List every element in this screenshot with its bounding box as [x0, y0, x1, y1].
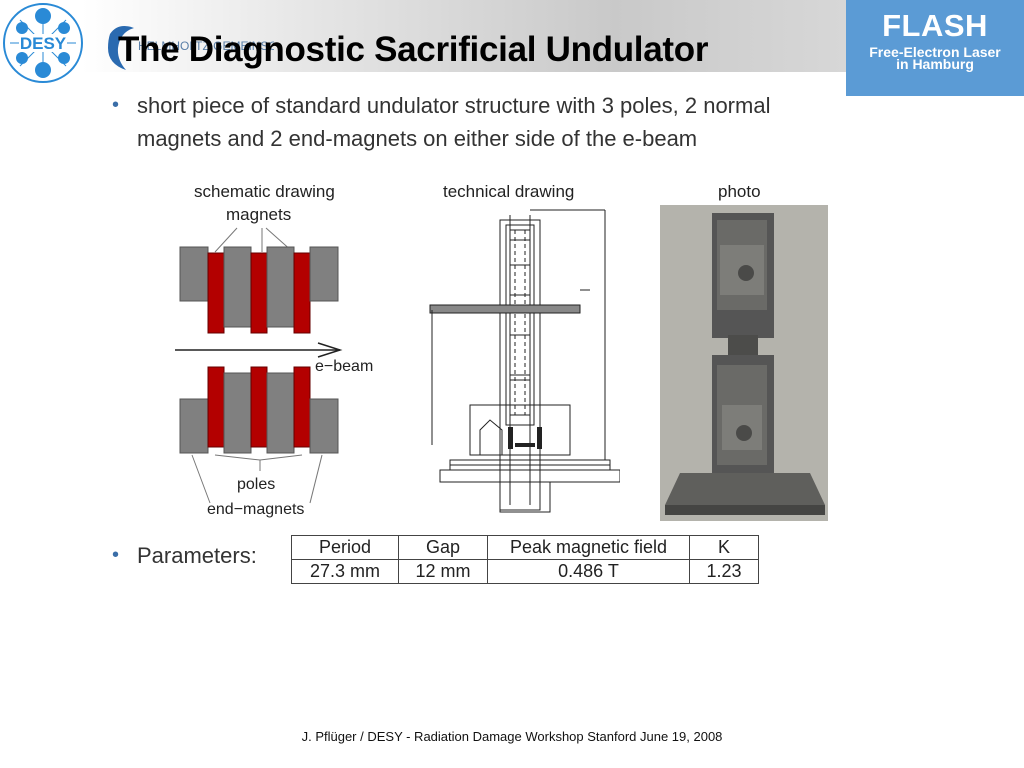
poles-label: poles [237, 476, 275, 493]
lower-array [179, 366, 339, 454]
flash-logo: FLASH Free-Electron Laser in Hamburg [846, 0, 1024, 96]
helmholtz-logo-text: HELMHOLTZ GEMEINSCHAFT [138, 39, 274, 53]
pole-lower-2 [266, 372, 295, 454]
table-header-cell: Gap [398, 535, 488, 560]
pole-lower-1 [223, 372, 252, 454]
magnet-upper-2 [250, 252, 268, 334]
bullet-line-2: magnets and 2 end-magnets on either side… [137, 126, 698, 151]
bullet-dot-icon: • [112, 544, 120, 566]
table-row: 27.3 mm 12 mm 0.486 T 1.23 [291, 559, 759, 584]
pole-upper-2 [266, 246, 295, 328]
upper-array [179, 246, 339, 334]
magnet-upper-3 [293, 252, 311, 334]
table-cell: 12 mm [398, 559, 488, 584]
technical-drawing [429, 209, 620, 513]
photo-image [660, 205, 828, 521]
bullet-dot-icon: • [112, 94, 120, 116]
parameters-label: Parameters: [137, 543, 257, 568]
flash-title: FLASH [882, 8, 988, 43]
bullet-description: • short piece of standard undulator stru… [112, 89, 771, 155]
pole-upper-1 [223, 246, 252, 328]
end-pole-right-upper [309, 246, 339, 302]
schematic-drawing: e−beam poles end−magnets [175, 227, 373, 518]
desy-logo: DESY [3, 3, 83, 83]
table-header-cell: K [689, 535, 759, 560]
magnet-lower-1 [207, 366, 225, 448]
bullet-line-1: short piece of standard undulator struct… [137, 93, 771, 118]
technical-title: technical drawing [443, 182, 575, 201]
end-magnets-label: end−magnets [207, 501, 304, 518]
end-pole-right-lower [309, 398, 339, 454]
end-pole-left-lower [179, 398, 209, 454]
desy-logo-text: DESY [20, 34, 67, 53]
photo-title: photo [718, 182, 761, 201]
footer-text: J. Pflüger / DESY - Radiation Damage Wor… [301, 729, 723, 744]
parameters-table: Period Gap Peak magnetic field K 27.3 mm… [291, 535, 759, 584]
magnet-upper-1 [207, 252, 225, 334]
bullet-parameters: • Parameters: [112, 539, 257, 572]
table-header-row: Period Gap Peak magnetic field K [291, 535, 759, 560]
table-header-cell: Peak magnetic field [487, 535, 690, 560]
ebeam-label: e−beam [315, 358, 373, 375]
magnet-lower-3 [293, 366, 311, 448]
table-cell: 0.486 T [487, 559, 690, 584]
flash-subtitle-2: in Hamburg [896, 56, 974, 72]
table-cell: 1.23 [689, 559, 759, 584]
magnet-lower-2 [250, 366, 268, 448]
page-title: The Diagnostic Sacrificial Undulator [118, 30, 709, 69]
flash-subtitle: Free-Electron Laser [869, 44, 1001, 60]
table-header-cell: Period [291, 535, 399, 560]
magnets-label: magnets [226, 205, 292, 224]
end-pole-left-upper [179, 246, 209, 302]
schematic-title: schematic drawing [194, 182, 335, 201]
table-cell: 27.3 mm [291, 559, 399, 584]
helmholtz-logo: HELMHOLTZ GEMEINSCHAFT [108, 26, 274, 70]
undulator-photo [660, 205, 828, 521]
